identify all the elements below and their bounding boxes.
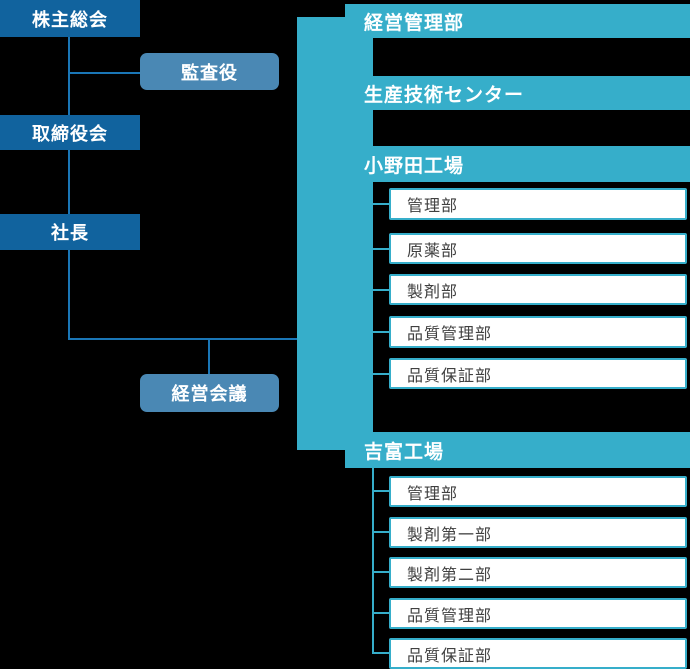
box-onoda-dept-seizai: 製剤部 <box>389 274 687 305</box>
bar-onoda-factory: 小野田工場 <box>345 146 690 182</box>
connector-yoshitomi-dept-5 <box>373 652 389 654</box>
bar-yoshitomi-factory: 吉富工場 <box>345 432 690 468</box>
connector-yoshitomi-dept-3 <box>373 571 389 573</box>
box-shareholders-meeting: 株主総会 <box>0 0 140 37</box>
connector-onoda-dept-1 <box>373 203 389 205</box>
box-yoshitomi-dept-hinshitsu-hosho: 品質保証部 <box>389 638 687 669</box>
connector-yoshitomi-dept-1 <box>373 490 389 492</box>
box-yoshitomi-dept-seizai-2: 製剤第二部 <box>389 557 687 588</box>
box-yoshitomi-dept-seizai-1: 製剤第一部 <box>389 517 687 548</box>
box-board-of-directors: 取締役会 <box>0 115 140 150</box>
box-auditor: 監査役 <box>140 53 279 90</box>
connector-yoshitomi-dept-4 <box>373 612 389 614</box>
box-yoshitomi-dept-hinshitsu-kanri: 品質管理部 <box>389 598 687 629</box>
connector-board-to-president <box>68 150 70 214</box>
bar-management-dept: 経営管理部 <box>345 4 690 38</box>
box-management-meeting: 経営会議 <box>140 374 279 412</box>
box-yoshitomi-dept-kanri: 管理部 <box>389 476 687 507</box>
bar-production-tech-center: 生産技術センター <box>345 76 690 110</box>
connector-onoda-dept-5 <box>373 373 389 375</box>
connector-to-auditor <box>68 72 140 74</box>
connector-president-to-spine <box>68 338 298 340</box>
connector-yoshitomi-trunk <box>372 468 374 654</box>
connector-onoda-dept-4 <box>373 331 389 333</box>
connector-yoshitomi-dept-2 <box>373 531 389 533</box>
box-onoda-dept-hinshitsu-hosho: 品質保証部 <box>389 358 687 389</box>
connector-president-down <box>68 250 70 340</box>
connector-onoda-dept-3 <box>373 289 389 291</box>
connector-to-management-meeting <box>208 340 210 374</box>
box-onoda-dept-hinshitsu-kanri: 品質管理部 <box>389 316 687 348</box>
connector-shareholders-to-board <box>68 37 70 115</box>
box-president: 社長 <box>0 214 140 250</box>
box-onoda-dept-kanri: 管理部 <box>389 188 687 220</box>
connector-onoda-dept-2 <box>373 248 389 250</box>
box-onoda-dept-genyaku: 原薬部 <box>389 233 687 264</box>
